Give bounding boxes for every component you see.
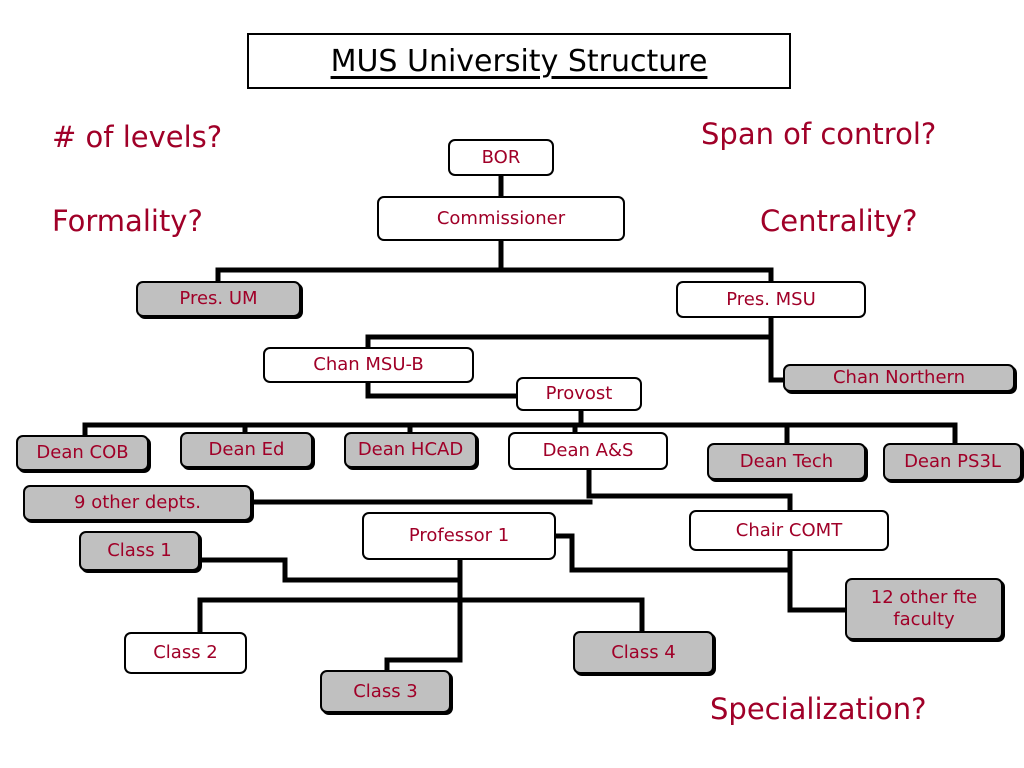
node-class-1: Class 1: [79, 531, 200, 571]
node-pres-msu-label: Pres. MSU: [726, 288, 816, 310]
node-dean-ps3l-label: Dean PS3L: [904, 451, 1001, 473]
node-chair-comt: Chair COMT: [689, 510, 889, 551]
node-dean-cob: Dean COB: [16, 435, 149, 471]
question-centrality: Centrality?: [760, 204, 918, 238]
node-bor-label: BOR: [481, 146, 521, 168]
node-commissioner: Commissioner: [377, 196, 625, 241]
connector-chan-msu-b-provost: [365, 380, 521, 399]
page-title: MUS University Structure: [330, 43, 708, 79]
connector-commissioner-presidents: [215, 237, 774, 287]
node-other-depts-label: 9 other depts.: [74, 492, 201, 514]
title-box: MUS University Structure: [247, 33, 791, 89]
node-provost: Provost: [516, 377, 642, 411]
node-class-4-label: Class 4: [611, 641, 676, 663]
node-dean-ed: Dean Ed: [180, 432, 313, 468]
node-chan-northern-label: Chan Northern: [832, 367, 966, 389]
connector-professor-classes: [195, 557, 645, 675]
node-chan-northern: Chan Northern: [783, 364, 1015, 392]
node-chair-comt-label: Chair COMT: [735, 519, 843, 541]
node-class-2-label: Class 2: [153, 642, 218, 664]
node-pres-msu: Pres. MSU: [676, 281, 866, 318]
connector-chair-branch: [555, 533, 851, 613]
node-class-3-label: Class 3: [353, 680, 418, 702]
node-class-4: Class 4: [573, 631, 714, 674]
node-dean-tech-label: Dean Tech: [739, 450, 834, 472]
node-bor: BOR: [448, 139, 554, 176]
connector-dean-as-branch: [251, 467, 793, 515]
question-formality: Formality?: [52, 204, 203, 238]
node-commissioner-label: Commissioner: [436, 207, 566, 229]
node-pres-um-label: Pres. UM: [179, 288, 258, 310]
node-professor-1-label: Professor 1: [408, 525, 510, 547]
node-pres-um: Pres. UM: [136, 281, 301, 317]
question-levels: # of levels?: [52, 120, 223, 154]
node-other-faculty: 12 other fte faculty: [845, 578, 1003, 640]
node-class-1-label: Class 1: [107, 540, 172, 562]
question-specialization: Specialization?: [710, 692, 927, 726]
node-other-faculty-label: 12 other fte faculty: [870, 587, 978, 630]
node-dean-as-label: Dean A&S: [542, 440, 634, 462]
node-professor-1: Professor 1: [362, 512, 556, 560]
node-dean-as: Dean A&S: [508, 432, 668, 470]
node-dean-cob-label: Dean COB: [36, 442, 129, 464]
node-dean-ps3l: Dean PS3L: [883, 443, 1022, 481]
node-chan-msu-b: Chan MSU-B: [263, 347, 474, 383]
node-class-3: Class 3: [320, 670, 451, 713]
node-dean-ed-label: Dean Ed: [208, 439, 285, 461]
node-dean-hcad: Dean HCAD: [344, 432, 477, 468]
question-span-of-control: Span of control?: [701, 117, 937, 151]
node-dean-tech: Dean Tech: [707, 443, 866, 480]
node-other-depts: 9 other depts.: [23, 485, 252, 521]
node-chan-msu-b-label: Chan MSU-B: [313, 354, 424, 376]
node-dean-hcad-label: Dean HCAD: [357, 439, 464, 461]
node-provost-label: Provost: [545, 383, 613, 405]
connector-provost-deans: [82, 407, 958, 448]
node-class-2: Class 2: [124, 632, 247, 674]
